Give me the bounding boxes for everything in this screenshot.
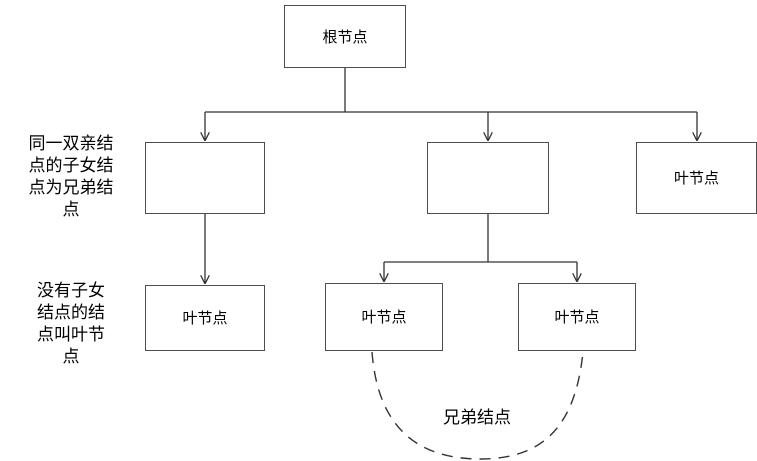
node-leaf-1-label: 叶节点 bbox=[182, 309, 228, 327]
node-leaf-2[interactable]: 叶节点 bbox=[325, 283, 443, 351]
node-child-right-label: 叶节点 bbox=[673, 169, 719, 187]
annotation-leaf-definition: 没有子女 结点的结 点叫叶节 点 bbox=[37, 281, 105, 367]
node-leaf-1[interactable]: 叶节点 bbox=[145, 285, 265, 351]
node-child-mid[interactable] bbox=[427, 142, 549, 214]
edge-root-bus bbox=[205, 68, 697, 113]
node-child-right-leaf[interactable]: 叶节点 bbox=[636, 142, 757, 214]
sibling-dashed-arc bbox=[371, 351, 584, 460]
annotation-sibling-definition: 同一双亲结 点的子女结 点为兄弟结 点 bbox=[28, 134, 114, 220]
node-leaf-3-label: 叶节点 bbox=[554, 308, 600, 326]
node-child-left[interactable] bbox=[145, 142, 265, 214]
node-root[interactable]: 根节点 bbox=[284, 5, 406, 68]
edge-child-mid-bus bbox=[384, 214, 577, 263]
node-root-label: 根节点 bbox=[322, 27, 368, 46]
node-leaf-3[interactable]: 叶节点 bbox=[518, 283, 636, 351]
annotation-sibling-arc: 兄弟结点 bbox=[440, 407, 514, 429]
node-leaf-2-label: 叶节点 bbox=[361, 308, 407, 326]
